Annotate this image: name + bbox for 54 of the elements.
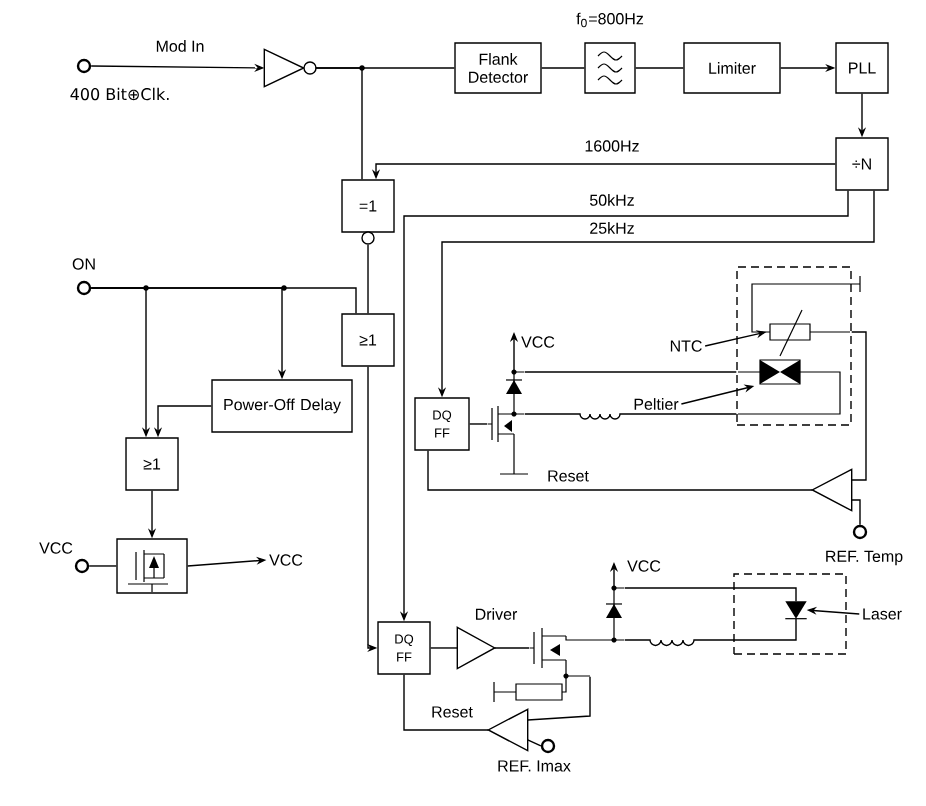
connector-line [494, 647, 530, 649]
connector-line [88, 565, 117, 567]
block-box [116, 538, 188, 594]
label-text: Peltier [634, 398, 679, 410]
terminal-label: REF. Temp [826, 550, 903, 566]
terminal-label: ON [72, 258, 95, 270]
edge-label: 25kHz [590, 222, 634, 234]
connector-line [851, 331, 867, 481]
connector-line [541, 67, 585, 69]
logic-block: Limiter [683, 42, 781, 94]
laser-diode-symbol [784, 601, 808, 620]
dashed-frame [736, 266, 852, 426]
amplifier-symbol [810, 468, 853, 512]
connector-line [524, 371, 737, 373]
terminal-label: f$_{0}$=800Hz [576, 12, 644, 28]
logic-block: PLL [835, 42, 889, 94]
supply-label: VCC [521, 336, 555, 348]
connector-line [851, 499, 861, 526]
edge-label: 1600Hz [585, 140, 639, 152]
terminal-label: Driver [476, 608, 518, 620]
terminal-label: REF. Imax [498, 760, 571, 772]
edge-label: Mod In [156, 40, 204, 52]
connector-line [624, 617, 797, 647]
connector-line [403, 673, 489, 731]
connector-line [524, 413, 737, 420]
terminal-label: VCC [39, 542, 73, 554]
connector-line [635, 67, 684, 69]
connector-line [427, 450, 813, 491]
terminal-label: 400 Bit⊕Clk. [70, 87, 169, 101]
connector-line [430, 647, 458, 649]
label-text: NTC [670, 340, 702, 352]
logic-block: Power-Off Delay [211, 379, 353, 433]
label-text: Laser [863, 608, 902, 620]
logic-block: ≥1 [125, 437, 179, 491]
edge-label: Reset [548, 470, 589, 482]
dashed-frame [733, 573, 847, 655]
connector-line [527, 739, 542, 747]
supply-label: VCC [627, 560, 661, 572]
amplifier-symbol [486, 708, 529, 752]
edge-label: Reset [432, 706, 473, 718]
edge-label: 50kHz [589, 194, 634, 206]
connector-line [469, 423, 488, 425]
amplifier-symbol [456, 626, 497, 670]
label-text: VCC [269, 554, 303, 566]
logic-block: ≥1 [341, 313, 395, 367]
connector-line [624, 587, 797, 602]
logic-block: ÷N [835, 137, 889, 191]
connector-line [527, 675, 591, 721]
amplifier-symbol [263, 48, 317, 88]
connector-line [367, 244, 369, 314]
logic-block: =1 [341, 179, 395, 245]
block-box [584, 42, 636, 94]
logic-block: Flank Detector [454, 42, 542, 94]
connector-line [315, 67, 363, 180]
